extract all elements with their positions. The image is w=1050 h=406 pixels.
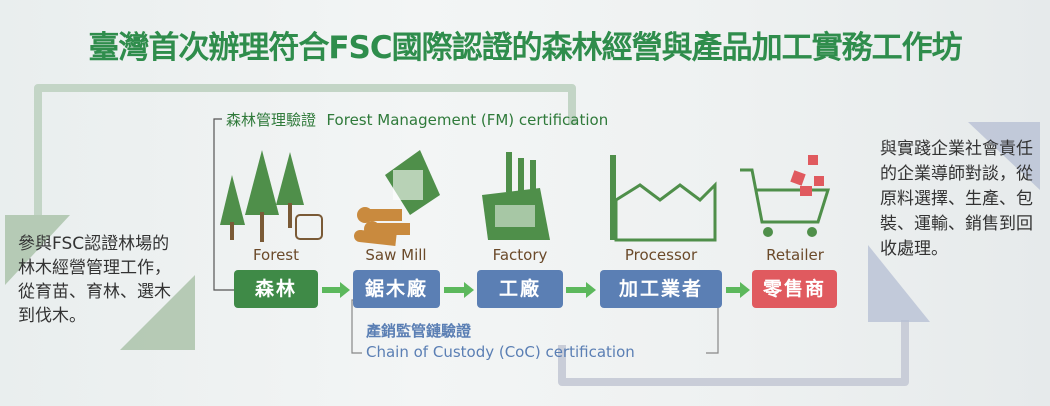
page-title: 臺灣首次辦理符合FSC國際認證的森林經營與產品加工實務工作坊	[88, 30, 962, 66]
coc-label-en: Chain of Custody (CoC) certification	[366, 343, 635, 361]
stage-box-processor: 加工業者	[600, 270, 722, 308]
fm-bracket	[213, 118, 234, 291]
forest-workshop-description: 參與FSC認證林場的林木經營管理工作，從育苗、育林、選木到伐木。	[18, 234, 171, 326]
left-triangle-deco	[5, 215, 70, 285]
stage-label-forest: Forest	[252, 246, 300, 264]
fm-label-en: Forest Management (FM) certification	[326, 111, 609, 129]
right-triangle-deco	[968, 122, 1040, 190]
cart-icon	[740, 155, 831, 237]
fm-certification-label: 森林管理驗證 Forest Management (FM) certificat…	[226, 109, 608, 130]
sawmill-icon	[354, 150, 440, 246]
processor-icon	[610, 155, 717, 242]
stage-box-forest: 森林	[234, 270, 318, 308]
stage-label-sawmill: Saw Mill	[365, 246, 427, 264]
right-triangle-deco	[868, 245, 930, 322]
fm-label-zh: 森林管理驗證	[226, 111, 317, 129]
factory-icon	[482, 152, 550, 240]
stage-label-processor: Processor	[624, 246, 698, 264]
workshop-loop-bottom	[558, 320, 909, 386]
stage-box-sawmill: 鋸木廠	[353, 270, 440, 308]
left-triangle-deco	[120, 275, 195, 350]
flow-arrows	[322, 282, 750, 298]
coc-label-zh: 產銷監管鏈驗證	[366, 322, 472, 340]
stage-label-factory: Factory	[492, 246, 548, 264]
stage-box-factory: 工廠	[477, 270, 563, 308]
mentor-dialogue-description: 與實踐企業社會責任的企業導師對談，從原料選擇、生產、包裝、運輸、銷售到回收處理。	[880, 139, 1033, 259]
stage-label-retailer: Retailer	[766, 246, 824, 264]
workshop-loop-top	[34, 84, 576, 215]
stage-box-retailer: 零售商	[752, 270, 837, 308]
forest-icon	[220, 150, 323, 242]
